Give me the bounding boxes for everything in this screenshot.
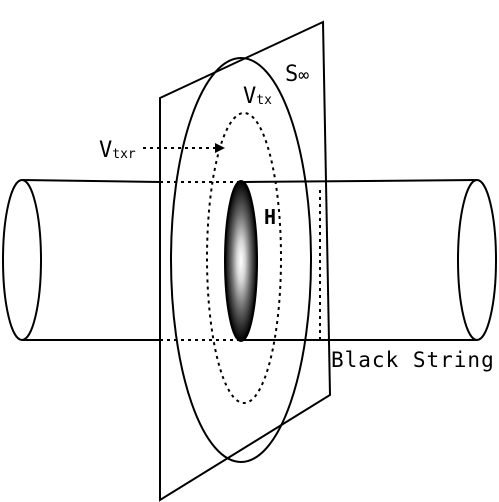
volume-ellipse-dotted: [206, 112, 282, 404]
label-s-sub: ∞: [298, 65, 309, 86]
label-vtx: Vtx: [243, 84, 272, 109]
label-vtxr-sub: txr: [112, 147, 136, 162]
label-vtxr: Vtxr: [99, 138, 136, 163]
label-vtxr-main: V: [99, 138, 112, 163]
cylinder-top-edge-left: [21, 179, 161, 183]
outer-boundary-ellipse: [170, 57, 312, 463]
cylinder-left-cap: [2, 179, 42, 341]
cylinder-top-edge-right: [243, 179, 478, 183]
horizon-disk: [224, 180, 258, 342]
label-vtx-main: V: [243, 84, 256, 109]
label-black-string: Black String: [331, 348, 495, 372]
label-vtx-sub: tx: [256, 93, 272, 108]
label-s-infinity: S∞: [285, 62, 309, 87]
label-horizon: H: [264, 205, 276, 229]
label-s-main: S: [285, 62, 298, 87]
cylinder-right-cap: [457, 179, 497, 341]
